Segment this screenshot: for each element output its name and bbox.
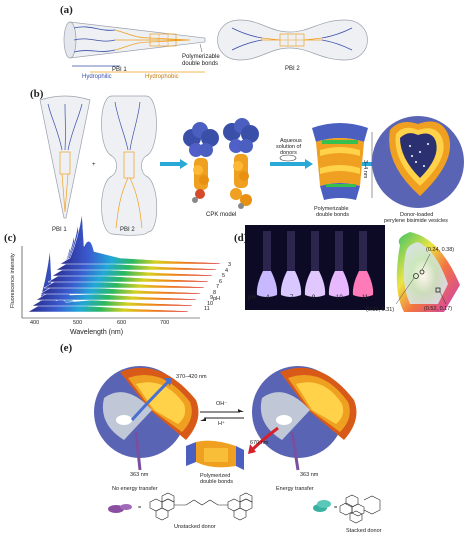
vesicle-label-1: Donor-loaded bbox=[400, 212, 434, 218]
vesicle-sphere bbox=[372, 116, 464, 208]
right-wavelength-label: 363 nm bbox=[300, 472, 319, 478]
ph-tick-4: 4 bbox=[225, 267, 229, 274]
cpk-model-left bbox=[183, 122, 219, 203]
cpk-model-right bbox=[223, 118, 259, 209]
panel-c-label: (c) bbox=[4, 232, 17, 244]
pbi1-b-label: PBI 1 bbox=[52, 227, 67, 233]
stacked-donor-icon bbox=[313, 500, 331, 512]
ph-prefix: pH bbox=[248, 295, 256, 301]
cpk-label: CPK model bbox=[206, 212, 237, 218]
panel-d-label: (d) bbox=[234, 232, 248, 244]
vial-ph-9: 9 bbox=[312, 295, 316, 301]
aqueous-label-3: donors bbox=[280, 150, 297, 156]
stacked-donor-structure bbox=[339, 494, 381, 524]
x-tick-400: 400 bbox=[30, 320, 40, 326]
left-wavelength-label: 363 nm bbox=[130, 472, 149, 478]
oh-label: OH⁻ bbox=[216, 401, 228, 407]
vial-neck bbox=[359, 231, 367, 271]
cie-coord-left: (0.32, 0.31) bbox=[366, 307, 395, 313]
hydrophobic-label: Hydrophobic bbox=[145, 74, 179, 80]
pbi1-a-label: PBI 1 bbox=[112, 67, 127, 73]
fluorescence-waterfall-chart bbox=[21, 213, 221, 319]
double-bonds-b-label: double bonds bbox=[316, 212, 350, 218]
no-transfer-caption: No energy transfer bbox=[112, 486, 158, 492]
polymerized-label-1: Polymerized bbox=[200, 473, 231, 479]
aqueous-label-1: Aqueous bbox=[280, 138, 302, 144]
plus-sign: + bbox=[92, 162, 96, 168]
vial-neck bbox=[311, 231, 319, 271]
x-tick-600: 600 bbox=[117, 320, 127, 326]
ph-tick-5: 5 bbox=[222, 273, 226, 279]
panel-a-graphic bbox=[63, 19, 368, 73]
spectrum-curve bbox=[59, 213, 221, 265]
ph-tick-3: 3 bbox=[228, 262, 232, 268]
vial-neck bbox=[335, 231, 343, 271]
fluor-xlabel: Wavelength (nm) bbox=[70, 329, 124, 336]
vial-ph-11: 11 bbox=[362, 295, 369, 301]
ph-tick-8: 8 bbox=[213, 289, 217, 296]
vesicle-no-transfer bbox=[94, 366, 199, 458]
h-label: H⁺ bbox=[218, 421, 225, 427]
x-tick-700: 700 bbox=[160, 320, 170, 326]
membrane-fragment bbox=[312, 123, 368, 200]
polymer-fragment bbox=[186, 440, 244, 470]
unstacked-donor-icon bbox=[108, 504, 132, 513]
unstacked-caption: Unstacked donor bbox=[174, 524, 216, 530]
vial-body bbox=[352, 271, 374, 297]
hydrophilic-label: Hydrophilic bbox=[82, 74, 112, 80]
vial-neck bbox=[287, 231, 295, 271]
excitation-label: 370–420 nm bbox=[176, 374, 207, 380]
energy-transfer-caption: Energy transfer bbox=[276, 486, 314, 492]
ph-tick-9: 9 bbox=[210, 295, 214, 301]
vial-body bbox=[328, 271, 350, 297]
ph-tick-7: 7 bbox=[216, 284, 220, 290]
unstacked-donor-structure bbox=[149, 492, 253, 521]
cie-coord-top: (0.24, 0.38) bbox=[426, 247, 455, 253]
panel-b-graphic bbox=[39, 95, 464, 236]
vial-graphic bbox=[256, 231, 374, 297]
cie-diagram bbox=[395, 232, 460, 312]
emission-label: 670 nm bbox=[250, 440, 269, 446]
aqueous-label-2: solution of bbox=[276, 144, 302, 150]
cie-coord-right: (0.52, 0.17) bbox=[424, 306, 453, 312]
polymerizable-b-label: Polymerizable bbox=[314, 206, 349, 212]
vial-ph-10: 10 bbox=[336, 295, 343, 301]
vial-neck bbox=[263, 231, 271, 271]
pbi2-a-label: PBI 2 bbox=[285, 66, 300, 72]
stacked-equals: = bbox=[334, 505, 338, 511]
ph-axis-label: pH bbox=[213, 296, 221, 302]
pbi2-b-label: PBI 2 bbox=[120, 227, 135, 233]
x-tick-500: 500 bbox=[73, 320, 83, 326]
vial-body bbox=[304, 271, 326, 297]
vesicle-label-2: perylene bisimide vesicles bbox=[384, 218, 448, 224]
vial-ph-4: 4 bbox=[266, 295, 270, 301]
panel-a-label: (a) bbox=[60, 4, 73, 16]
polymerizable-a-label: Polymerizable bbox=[182, 54, 220, 60]
vesicle-energy-transfer bbox=[252, 366, 357, 458]
vial-ph-7: 7 bbox=[290, 295, 294, 301]
polymerized-label-2: double bonds bbox=[200, 479, 234, 485]
unstacked-equals: = bbox=[138, 505, 142, 511]
ph-tick-10: 10 bbox=[207, 300, 214, 307]
ph-tick-11: 11 bbox=[204, 306, 210, 312]
stacked-caption: Stacked donor bbox=[346, 528, 382, 534]
vial-body bbox=[256, 271, 278, 297]
vial-body bbox=[280, 271, 302, 297]
panel-b-label: (b) bbox=[30, 88, 44, 100]
panel-e-label: (e) bbox=[60, 342, 73, 354]
vial-photo bbox=[245, 225, 385, 310]
double-bonds-a-label: double bonds bbox=[182, 61, 219, 67]
ph-tick-6: 6 bbox=[219, 278, 223, 285]
